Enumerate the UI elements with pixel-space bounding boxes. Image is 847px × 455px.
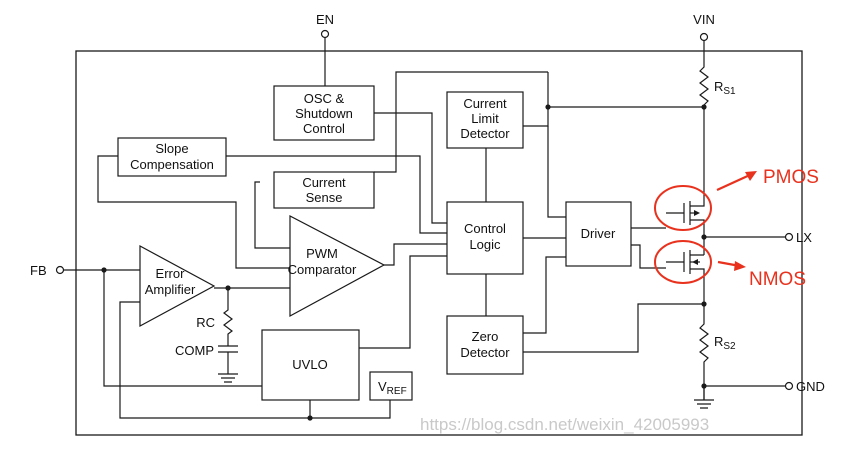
vref-label: VREF: [378, 379, 407, 397]
slope-line-2: Compensation: [130, 157, 214, 172]
pwm-comparator: PWM Comparator: [288, 215, 386, 318]
current-sense-line-1: Current: [302, 175, 346, 190]
vref-sub: REF: [387, 386, 407, 397]
rs2-sub: S2: [723, 341, 736, 352]
vref-block: VREF: [369, 371, 413, 401]
control-logic-block: Control Logic: [446, 201, 524, 275]
zero-line-1: Zero: [472, 329, 499, 344]
current-limit-line-1: Current: [463, 96, 507, 111]
current-limit-line-2: Limit: [471, 111, 499, 126]
driver-block: Driver: [565, 201, 632, 267]
control-logic-line-1: Control: [464, 221, 506, 236]
fb-terminal: FB: [30, 263, 65, 278]
en-terminal: EN: [316, 12, 334, 39]
rs2-main: R: [714, 334, 723, 349]
current-sense-block: Current Sense: [273, 171, 375, 209]
driver-label: Driver: [581, 226, 616, 241]
fb-label: FB: [30, 263, 47, 278]
en-label: EN: [316, 12, 334, 27]
junction-dots: [101, 104, 707, 421]
osc-line-1: OSC &: [304, 91, 345, 106]
zero-line-2: Detector: [460, 345, 510, 360]
current-limit-detector-block: Current Limit Detector: [446, 91, 524, 149]
pwm-line-2: Comparator: [288, 262, 357, 277]
vin-label: VIN: [693, 12, 715, 27]
vref-main: V: [378, 379, 387, 394]
nmos-label: NMOS: [749, 269, 806, 290]
slope-compensation-block: Slope Compensation: [117, 137, 227, 177]
rs1-sub: S1: [723, 86, 736, 97]
gnd-terminal: GND: [784, 379, 825, 394]
pmos-label: PMOS: [763, 167, 819, 188]
current-sense-line-2: Sense: [306, 190, 343, 205]
osc-line-3: Control: [303, 121, 345, 136]
lx-label: LX: [796, 230, 812, 245]
pmos-transistor: [666, 188, 705, 225]
uvlo-block: UVLO: [261, 329, 360, 401]
vin-terminal: VIN: [693, 12, 715, 42]
error-amp-line-1: Error: [156, 266, 186, 281]
control-logic-line-2: Logic: [469, 237, 501, 252]
lx-terminal: LX: [784, 230, 812, 245]
rs1-main: R: [714, 79, 723, 94]
rc-label: RC: [196, 315, 215, 330]
pmos-annotation: PMOS: [654, 167, 819, 231]
pwm-line-1: PWM: [306, 246, 338, 261]
error-amp-line-2: Amplifier: [145, 282, 196, 297]
uvlo-label: UVLO: [292, 357, 327, 372]
comp-label: COMP: [175, 343, 214, 358]
error-amplifier: Error Amplifier: [139, 244, 216, 328]
osc-shutdown-control-block: OSC & Shutdown Control: [273, 85, 375, 141]
chip-boundary: [75, 50, 803, 436]
osc-line-2: Shutdown: [295, 106, 353, 121]
current-limit-line-3: Detector: [460, 126, 510, 141]
wires: [63, 34, 785, 419]
rs2-label: RS2: [714, 334, 736, 352]
nmos-annotation: NMOS: [654, 240, 806, 290]
watermark: https://blog.csdn.net/weixin_42005993: [420, 415, 709, 434]
slope-line-1: Slope: [155, 141, 188, 156]
nmos-transistor: [666, 250, 705, 290]
zero-detector-block: Zero Detector: [446, 315, 524, 375]
gnd-label: GND: [796, 379, 825, 394]
rs1-label: RS1: [714, 79, 736, 97]
